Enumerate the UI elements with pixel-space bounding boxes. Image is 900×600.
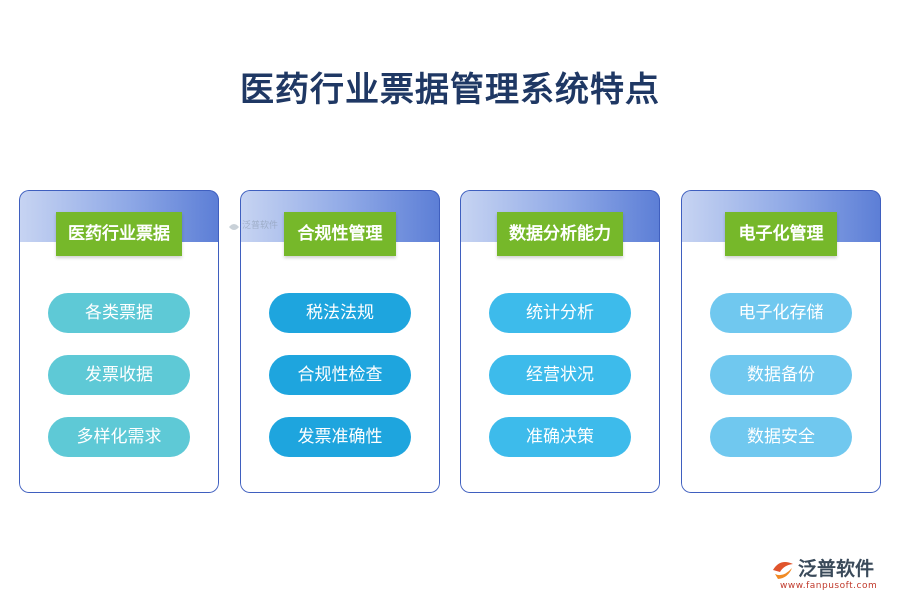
feature-pill: 税法法规 xyxy=(269,293,411,333)
feature-pill: 准确决策 xyxy=(489,417,631,457)
logo-name: 泛普软件 xyxy=(798,558,875,580)
watermark-text: 泛普软件 xyxy=(242,221,279,231)
card-label: 医药行业票据 xyxy=(56,212,182,256)
card-label: 电子化管理 xyxy=(725,212,837,256)
feature-card-e-management: 电子化管理 电子化存储 数据备份 数据安全 xyxy=(681,190,881,493)
feature-pill: 经营状况 xyxy=(489,355,631,395)
logo-url: www.fanpusoft.com xyxy=(780,581,878,591)
feature-card-pharma-bills: 医药行业票据 各类票据 发票收据 多样化需求 xyxy=(19,190,219,493)
watermark: 泛普软件 xyxy=(228,218,278,238)
feature-pill: 发票准确性 xyxy=(269,417,411,457)
brand-logo: 泛普软件 www.fanpusoft.com xyxy=(770,556,895,596)
feature-pill: 发票收据 xyxy=(48,355,190,395)
watermark-icon xyxy=(229,224,239,230)
feature-pill: 合规性检查 xyxy=(269,355,411,395)
feature-card-data-analysis: 数据分析能力 统计分析 经营状况 准确决策 xyxy=(460,190,660,493)
diagram-title: 医药行业票据管理系统特点 xyxy=(240,70,660,110)
feature-pill: 电子化存储 xyxy=(710,293,852,333)
fanpu-logo-icon xyxy=(773,562,793,579)
feature-pill: 数据备份 xyxy=(710,355,852,395)
feature-pill: 统计分析 xyxy=(489,293,631,333)
feature-card-compliance: 合规性管理 税法法规 合规性检查 发票准确性 xyxy=(240,190,440,493)
card-label: 合规性管理 xyxy=(284,212,396,256)
feature-pill: 多样化需求 xyxy=(48,417,190,457)
card-label: 数据分析能力 xyxy=(497,212,623,256)
feature-pill: 各类票据 xyxy=(48,293,190,333)
feature-pill: 数据安全 xyxy=(710,417,852,457)
